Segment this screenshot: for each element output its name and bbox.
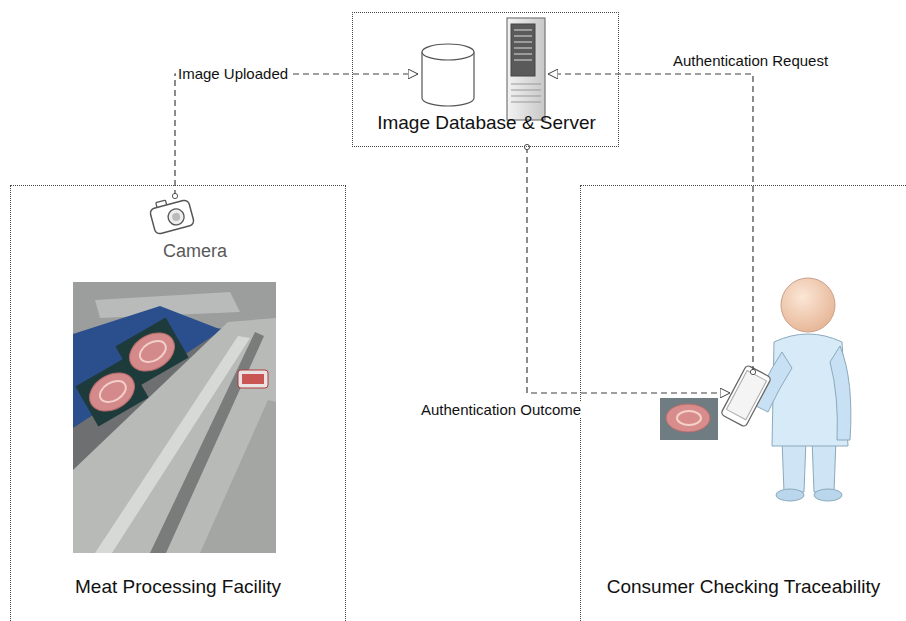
phone-screen xyxy=(726,371,766,420)
metal-chute xyxy=(73,318,276,553)
server-panel xyxy=(511,24,535,76)
camera-lens-inner xyxy=(171,212,181,222)
camera-lens xyxy=(166,207,186,227)
person-foot xyxy=(776,489,804,501)
edge-label: Image Uploaded xyxy=(176,65,290,82)
database-symbol xyxy=(422,44,474,106)
edge-label: Authentication Request xyxy=(671,52,830,69)
thumbnail-ground xyxy=(660,398,718,440)
camera-body xyxy=(149,199,194,234)
server-symbol xyxy=(507,18,545,120)
server-region: Image Database & Server xyxy=(352,12,619,147)
server-line xyxy=(511,96,541,97)
meat-package xyxy=(238,370,268,388)
meat-marbling xyxy=(677,411,701,425)
person-leg xyxy=(812,440,836,492)
dashed-connector xyxy=(175,74,418,196)
server-slot xyxy=(514,60,532,61)
database-top xyxy=(422,44,474,60)
phone-icon xyxy=(720,365,771,428)
meat xyxy=(123,325,182,378)
consumer-region: Consumer Checking Traceability xyxy=(580,185,906,621)
meat-marbling xyxy=(96,377,129,407)
facility-region: Meat Processing Facility Camera xyxy=(10,185,346,621)
photo-ground xyxy=(73,282,276,553)
server-slot xyxy=(514,42,532,43)
server-slot xyxy=(514,48,532,49)
camera-icon xyxy=(148,194,195,234)
conveyor-photo xyxy=(73,282,276,553)
node-title: Meat Processing Facility xyxy=(75,576,281,598)
phone-body xyxy=(720,365,771,428)
server-slot xyxy=(514,36,532,37)
meat-marbling xyxy=(136,337,169,367)
node-title: Consumer Checking Traceability xyxy=(607,576,881,598)
meat-tray xyxy=(115,318,188,387)
node-title: Camera xyxy=(163,241,227,262)
person-foot xyxy=(814,489,842,501)
server-case xyxy=(507,18,545,120)
server-slot xyxy=(514,54,532,55)
meat xyxy=(666,404,710,432)
person-head xyxy=(781,278,835,332)
camera-node: Camera xyxy=(145,196,245,266)
metal-side xyxy=(200,400,276,553)
dashed-connector xyxy=(527,147,730,393)
edge-label: Authentication Outcome xyxy=(419,401,583,418)
node-title: Image Database & Server xyxy=(377,112,596,134)
meat-package-label xyxy=(242,374,264,384)
server-line xyxy=(511,102,541,103)
server-slot xyxy=(514,30,532,31)
meat-thumbnail xyxy=(660,398,718,440)
meat-piece xyxy=(115,318,188,387)
server-line xyxy=(511,90,541,91)
person-arm xyxy=(830,346,851,440)
server-line xyxy=(511,84,541,85)
person-leg xyxy=(782,440,806,492)
consumer-figure xyxy=(720,278,850,501)
